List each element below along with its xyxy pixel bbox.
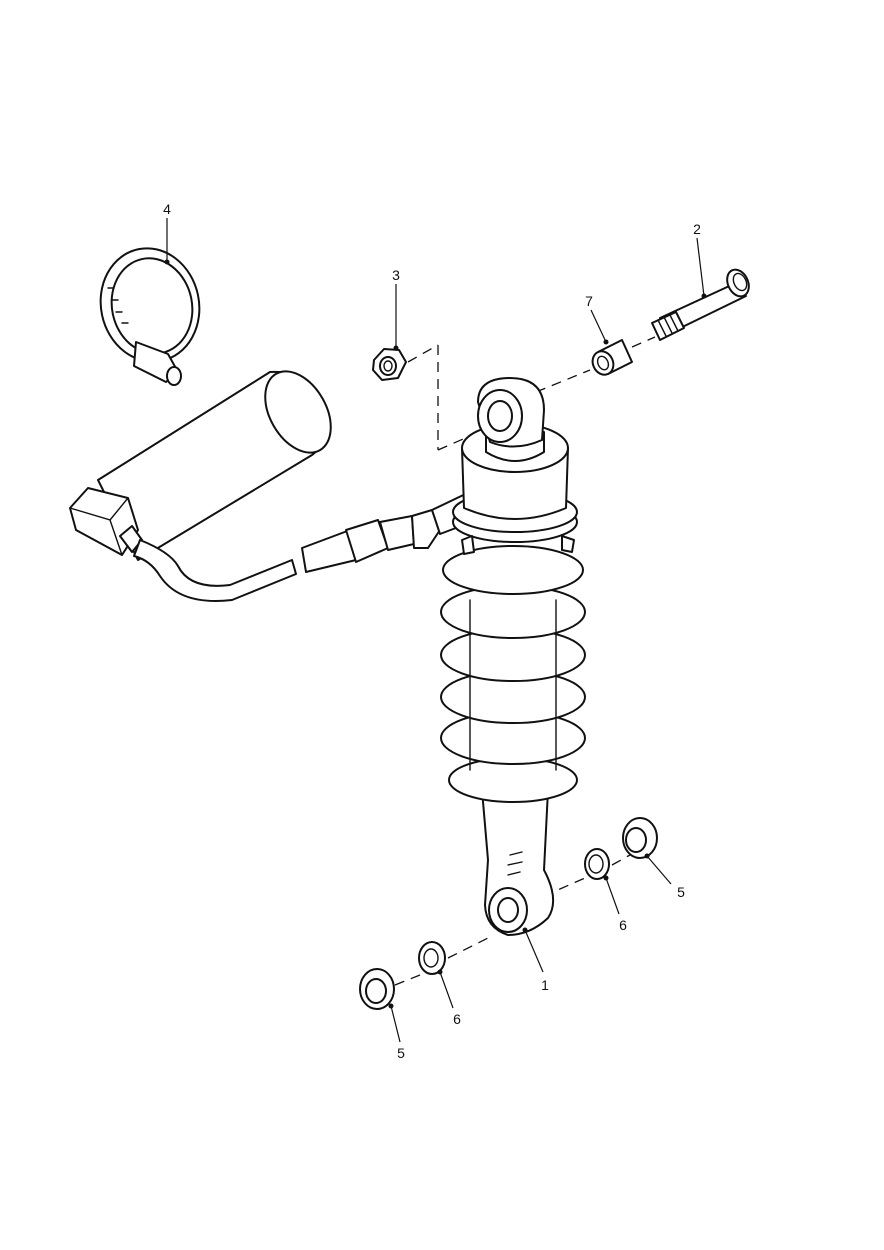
nut xyxy=(372,348,407,381)
washer-lower-left xyxy=(359,968,395,1010)
shock-absorber xyxy=(440,377,586,936)
leader-lines xyxy=(164,218,707,1043)
callout-2: 2 xyxy=(693,221,701,237)
hose-clip xyxy=(99,247,201,386)
washer-upper-right xyxy=(622,817,658,859)
bush-lower-left xyxy=(418,941,446,975)
callout-5-upper: 5 xyxy=(677,884,685,900)
callout-6-lower: 6 xyxy=(453,1011,461,1027)
bearing-sleeve xyxy=(591,339,633,376)
callout-5-lower: 5 xyxy=(397,1045,405,1061)
callout-3: 3 xyxy=(392,267,400,283)
callout-7: 7 xyxy=(585,293,593,309)
callout-1: 1 xyxy=(541,977,549,993)
reservoir-canister xyxy=(69,370,332,561)
bolt xyxy=(651,268,750,341)
callout-labels: 4 3 2 7 1 5 6 6 5 xyxy=(163,201,701,1061)
callout-6-upper: 6 xyxy=(619,917,627,933)
assembly-guide-lines xyxy=(394,336,656,986)
bush-upper-right xyxy=(584,848,610,880)
callout-4: 4 xyxy=(163,201,171,217)
